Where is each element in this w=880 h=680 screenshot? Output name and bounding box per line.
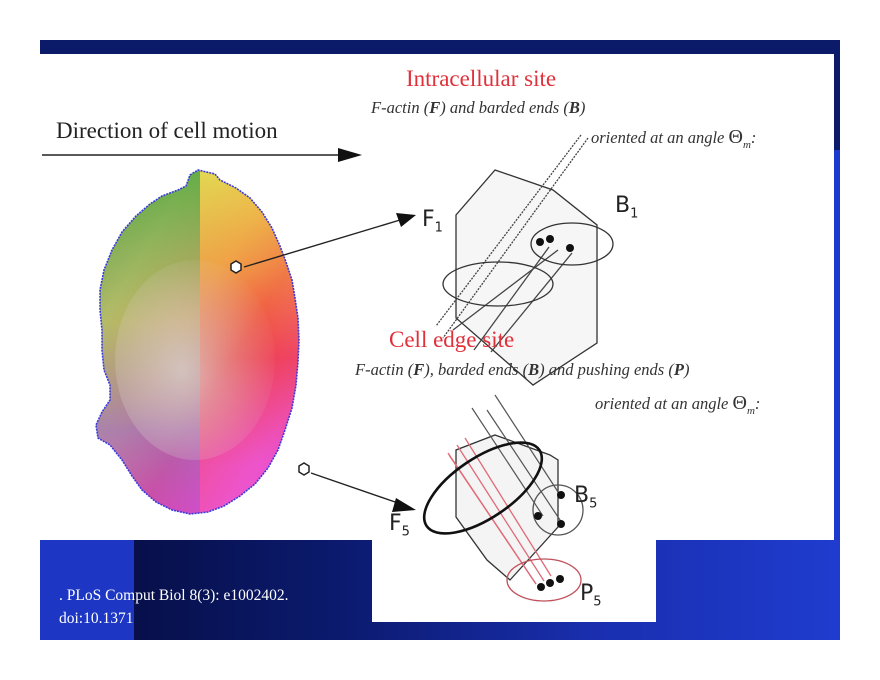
citation: . PLoS Comput Biol 8(3): e1002402. doi:1… <box>59 584 289 630</box>
label-F1: F1 <box>422 207 443 235</box>
label-subscript: 1 <box>630 206 639 222</box>
label-F5: F5 <box>389 511 410 539</box>
slide-right-strip-bottom <box>834 150 840 550</box>
theta-subscript: m <box>746 405 755 417</box>
label-subscript: 5 <box>401 524 410 540</box>
intracellular-hexagon-diagram <box>435 134 614 386</box>
label-subscript: 5 <box>593 594 602 610</box>
caption-text: ) and barded ends ( <box>440 98 569 117</box>
caption-bold-F: F <box>429 98 441 117</box>
intracellular-caption-line2: oriented at an angle Θm: <box>591 126 756 151</box>
caption-text: ), barded ends ( <box>424 360 529 379</box>
cell-edge-title: Cell edge site <box>389 327 515 352</box>
theta-symbol: Θ <box>732 392 747 414</box>
theta-subscript: m <box>742 139 751 151</box>
caption-text: oriented at an angle <box>591 128 729 147</box>
caption-bold-B: B <box>528 360 540 379</box>
slide-top-bar <box>40 40 840 54</box>
label-subscript: 5 <box>589 496 598 512</box>
caption-bold-B: B <box>568 98 580 117</box>
citation-line1: . PLoS Comput Biol 8(3): e1002402. <box>59 587 289 604</box>
figure-graphics <box>42 134 614 602</box>
cell-image <box>96 170 299 514</box>
direction-of-motion-label: Direction of cell motion <box>56 118 278 143</box>
cell-edge-hexagon-diagram <box>422 394 584 602</box>
slide-right-strip-top <box>834 54 840 150</box>
cell-edge-caption-line1: F-actin (F), barded ends (B) and pushing… <box>355 360 689 380</box>
label-B1: B1 <box>615 193 638 221</box>
intracellular-caption-line1: F-actin (F) and barded ends (B) <box>371 98 585 118</box>
theta-symbol: Θ <box>728 126 743 148</box>
label-B5: B5 <box>574 483 597 511</box>
label-letter: P <box>580 581 594 606</box>
citation-line2: doi:10.1371 <box>59 610 134 627</box>
caption-text: oriented at an angle <box>595 394 733 413</box>
caption-colon: : <box>750 128 757 147</box>
caption-bold-F: F <box>413 360 425 379</box>
label-letter: B <box>615 193 631 218</box>
caption-bold-P: P <box>673 360 684 379</box>
caption-colon: : <box>754 394 761 413</box>
cell-edge-caption-line2: oriented at an angle Θm: <box>595 392 760 417</box>
caption-text: ) and pushing ends ( <box>539 360 674 379</box>
caption-text: ) <box>579 98 586 117</box>
caption-text: F-actin ( <box>371 98 430 117</box>
label-subscript: 1 <box>434 220 443 236</box>
caption-text: F-actin ( <box>355 360 414 379</box>
label-letter: F <box>389 511 402 536</box>
slide: Direction of cell motion Intracellular s… <box>40 40 840 640</box>
caption-text: ) <box>683 360 690 379</box>
label-letter: F <box>422 207 435 232</box>
label-P5: P5 <box>580 581 602 609</box>
intracellular-title: Intracellular site <box>406 66 557 91</box>
label-letter: B <box>574 483 590 508</box>
